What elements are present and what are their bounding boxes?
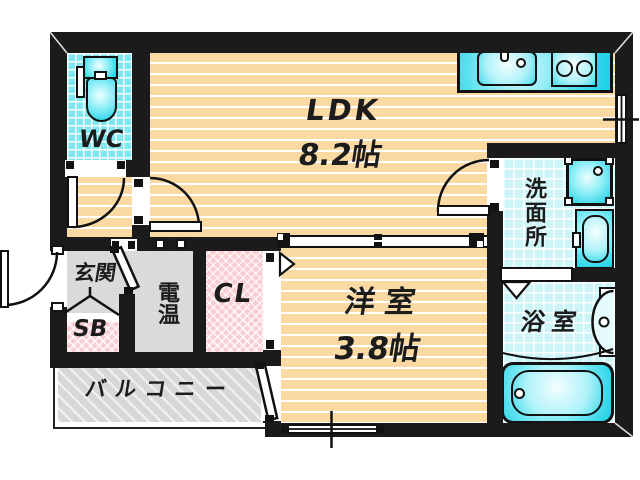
shoe-box-floor [62,322,119,352]
wall-sb-right [119,294,135,352]
sink-drain-icon [516,58,526,68]
partition-jamb-right-notch [477,241,483,247]
bathtub-inner [511,370,603,416]
wall-heater-closet [193,251,206,352]
western-room-size-label: 3.8帖 [331,331,423,367]
wall-wc-right [132,32,150,177]
wc-label: WC [76,125,126,153]
closet-floor [206,251,263,352]
wall-top [50,32,633,53]
washroom-label: 洗面所 [521,177,546,249]
western-room-label: 洋室 [342,285,428,320]
partition-jamb-center-b [374,242,382,248]
balcony-outline [53,364,273,429]
water-heater-label: 電温 [154,281,179,325]
stove-burner-right-icon [576,60,593,77]
closet-label: CL [210,279,256,309]
pan-bolt-bl [564,197,573,206]
ldk-jamb-top [134,179,143,187]
entry-jamb-top [51,245,64,255]
entrance-label: 玄関 [72,261,118,285]
wall-entrance-top [50,237,280,251]
balcony-hatch [58,367,261,422]
partition-jamb-center-a [374,234,382,240]
wall-entrance-row-bottom [50,352,280,368]
entry-door-leaf [0,250,9,308]
toilet-paper-holder-icon [76,66,85,98]
western-window-jamb-r [377,425,384,433]
bathtub-drain-icon [514,388,525,399]
bath-folding-door [500,267,573,282]
heater-hatch-jamb-l [155,239,165,249]
pan-bolt-br [605,197,614,206]
water-heater-floor [133,251,193,352]
toilet-bowl-icon [86,77,117,122]
balcony-door-opening [263,366,281,421]
balcony-label: バルコニー [83,377,237,401]
wall-bath-divider [571,268,615,282]
washbasin-bowl-icon [582,215,609,263]
washroom-jamb-top [490,160,499,168]
ldk-jamb-bottom [134,216,143,224]
entrance-gap-jamb-r [128,241,135,249]
washroom-jamb-bottom [490,203,499,211]
ldk-size-label: 8.2帖 [295,138,385,173]
partition-jamb-left-notch [278,234,283,240]
shoe-box-label: SB [70,316,110,342]
entrance-gap-jamb-l [112,241,119,249]
wc-jamb-left [66,161,74,169]
ldk-window [616,94,627,144]
wc-jamb-right [117,161,125,169]
wall-right [615,32,633,437]
western-room-floor [280,237,487,423]
closet-door-opening [263,251,281,350]
ldk-door-opening [132,177,150,225]
washbasin-faucet-icon [572,232,581,248]
wall-washroom-top [487,143,633,158]
wall-washroom-left [487,143,503,437]
toilet-flush-notch [94,71,107,80]
heater-hatch-jamb-r [176,239,186,249]
entry-jamb-bottom [51,302,64,312]
sliding-partition [277,235,487,248]
western-window-jamb-l [281,425,288,433]
closet-jamb-bottom [266,340,274,349]
ldk-label: LDK [303,93,383,127]
western-room-window [287,424,378,434]
closet-jamb-top [266,253,274,262]
entrance-step-strip [62,313,119,322]
washroom-door-opening [487,158,503,211]
wc-door-opening [65,160,126,177]
bathroom-label: 浴室 [518,308,586,336]
washing-machine-pan-icon [566,158,613,206]
stove-burner-left-icon [556,60,573,77]
pan-drain-icon [593,166,603,176]
